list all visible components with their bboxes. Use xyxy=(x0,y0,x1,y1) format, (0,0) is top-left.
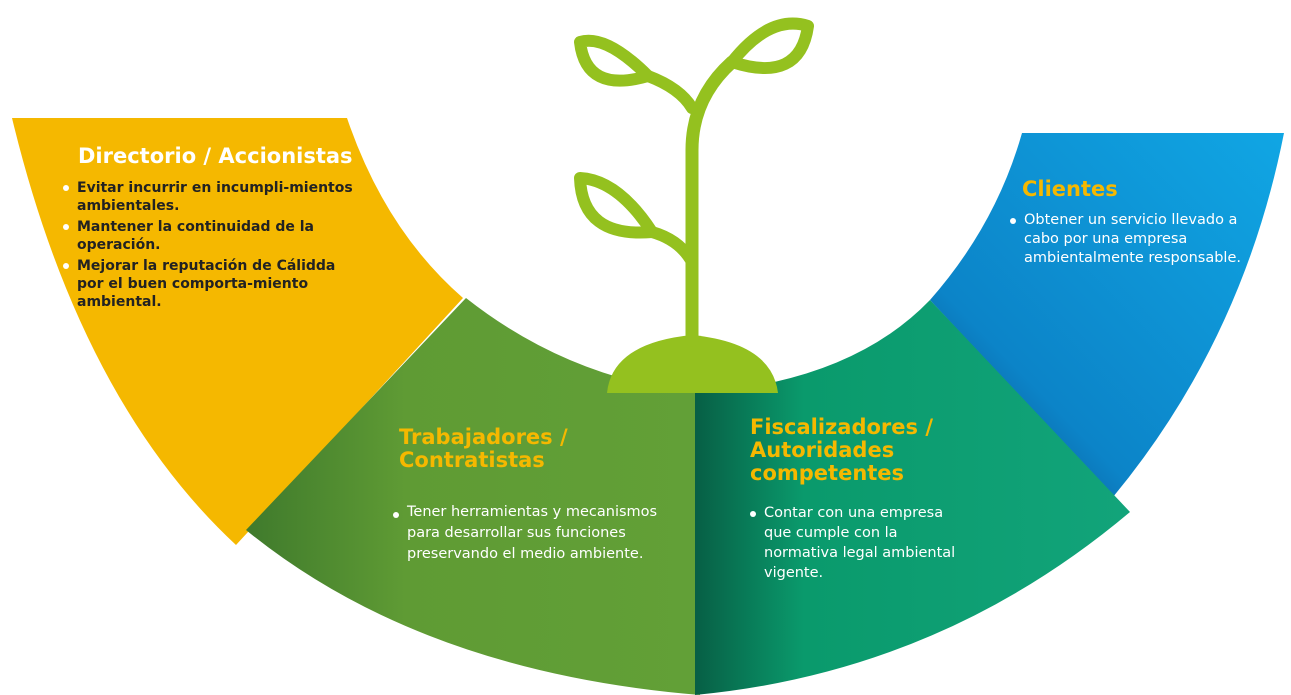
stakeholder-title: Trabajadores / Contratistas xyxy=(399,425,568,472)
stakeholder-list: Tener herramientas y mecanismos para des… xyxy=(393,502,668,565)
segment-fiscalizadores xyxy=(695,300,1130,695)
stakeholder-trabajadores: Trabajadores / Contratistas Tener herram… xyxy=(393,426,668,565)
list-item: Contar con una empresa que cumple con la… xyxy=(750,503,970,583)
list-item: Evitar incurrir en incumpli-mientos ambi… xyxy=(63,179,363,215)
stakeholder-title: Fiscalizadores / Autoridades competentes xyxy=(750,415,933,485)
stakeholder-clientes: Clientes Obtener un servicio llevado a c… xyxy=(1010,178,1260,268)
stakeholder-title: Directorio / Accionistas xyxy=(78,144,353,168)
list-item: Mantener la continuidad de la operación. xyxy=(63,218,363,254)
stakeholder-list: Contar con una empresa que cumple con la… xyxy=(750,503,970,583)
list-item: Tener herramientas y mecanismos para des… xyxy=(393,502,668,565)
stakeholder-directorio: Directorio / Accionistas Evitar incurrir… xyxy=(63,145,363,314)
stakeholder-list: Obtener un servicio llevado a cabo por u… xyxy=(1010,211,1260,268)
segment-directorio xyxy=(12,118,463,545)
list-item: Obtener un servicio llevado a cabo por u… xyxy=(1010,211,1260,268)
segment-clientes xyxy=(930,133,1284,497)
sprout-icon xyxy=(574,17,814,393)
stakeholder-list: Evitar incurrir en incumpli-mientos ambi… xyxy=(63,179,363,311)
segment-trabajadores xyxy=(246,298,700,695)
stakeholder-title: Clientes xyxy=(1022,177,1118,201)
list-item: Mejorar la reputación de Cálidda por el … xyxy=(63,257,363,311)
stakeholder-fiscalizadores: Fiscalizadores / Autoridades competentes… xyxy=(750,416,970,583)
